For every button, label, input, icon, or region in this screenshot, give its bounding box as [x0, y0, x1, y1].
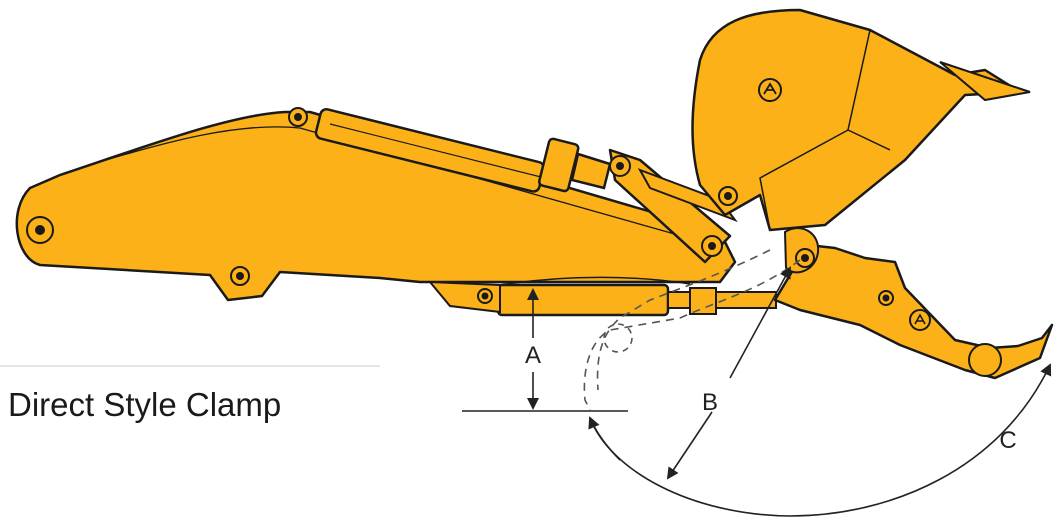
clamp-tip-knuckle: [968, 343, 1002, 377]
dim-a-label: A: [525, 342, 541, 369]
dim-c-arc-start: [588, 416, 621, 461]
bucket-inner-line: [759, 129, 849, 231]
dim-b-label: B: [702, 389, 718, 416]
dashed-alt-position: [583, 259, 801, 411]
clamp-cylinder: [496, 276, 777, 317]
dim-c-label: C: [999, 427, 1016, 454]
dim-b-line-lower: [666, 411, 713, 480]
linkage-rod: [637, 168, 738, 223]
dim-c-arc: [589, 363, 1052, 517]
stick-body: [15, 110, 737, 302]
stick-edge: [79, 126, 711, 245]
pivot-pins: [26, 107, 894, 306]
dim-b-line: [729, 266, 791, 379]
diagram-caption: Direct Style Clamp: [8, 386, 282, 423]
dashed-alt-position-2: [596, 249, 771, 391]
bucket-cylinder: [314, 108, 612, 193]
bucket: [691, 8, 1022, 232]
clamp-cat-logo-icon: [909, 309, 931, 331]
dashed-alt-knuckle: [603, 323, 633, 353]
bucket-teeth: [939, 61, 1031, 102]
bucket-cat-logo-icon: [758, 78, 782, 102]
